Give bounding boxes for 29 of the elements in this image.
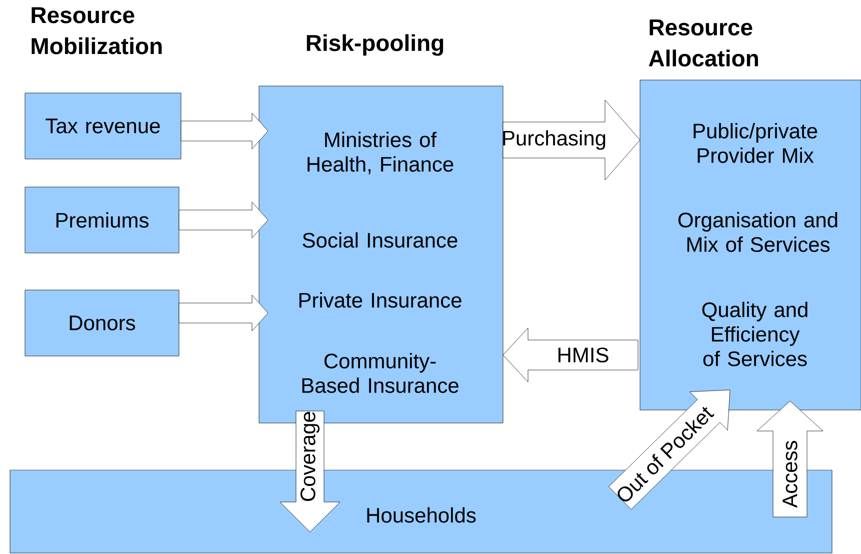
edge-label: Access bbox=[782, 440, 798, 508]
heading: Resource Mobilization bbox=[32, 7, 162, 54]
box-text: Ministries of Health, Finance bbox=[308, 132, 454, 174]
edge-label: Purchasing bbox=[503, 130, 606, 150]
heading: Resource Allocation bbox=[648, 19, 758, 67]
box-text: Donors bbox=[70, 316, 136, 330]
block-arrow bbox=[608, 390, 730, 510]
edge-label: HMIS bbox=[558, 348, 608, 362]
box bbox=[24, 186, 180, 254]
box-text: Households bbox=[367, 507, 476, 523]
block-arrow bbox=[502, 100, 640, 180]
edge-label: Coverage bbox=[300, 412, 320, 501]
box-text: Private Insurance bbox=[299, 292, 462, 308]
box-text: Social Insurance bbox=[302, 232, 458, 248]
block-arrow bbox=[178, 294, 268, 332]
block-arrow bbox=[180, 112, 268, 150]
block-arrow bbox=[280, 410, 340, 532]
block-arrow bbox=[178, 202, 268, 238]
box bbox=[24, 290, 180, 356]
box-text: Quality and Efficiency of Services bbox=[702, 302, 808, 366]
heading: Risk-pooling bbox=[306, 34, 444, 56]
box-text: Public/private Provider Mix bbox=[694, 123, 818, 163]
box bbox=[24, 92, 182, 160]
box-text: Community-Based Insurance bbox=[302, 353, 458, 393]
box-text: Premiums bbox=[56, 212, 148, 228]
block-arrow bbox=[756, 400, 824, 518]
block-arrow bbox=[502, 328, 638, 382]
box-text: Tax revenue bbox=[46, 118, 160, 134]
box-text: Organisation and Mix of Services bbox=[678, 212, 838, 252]
